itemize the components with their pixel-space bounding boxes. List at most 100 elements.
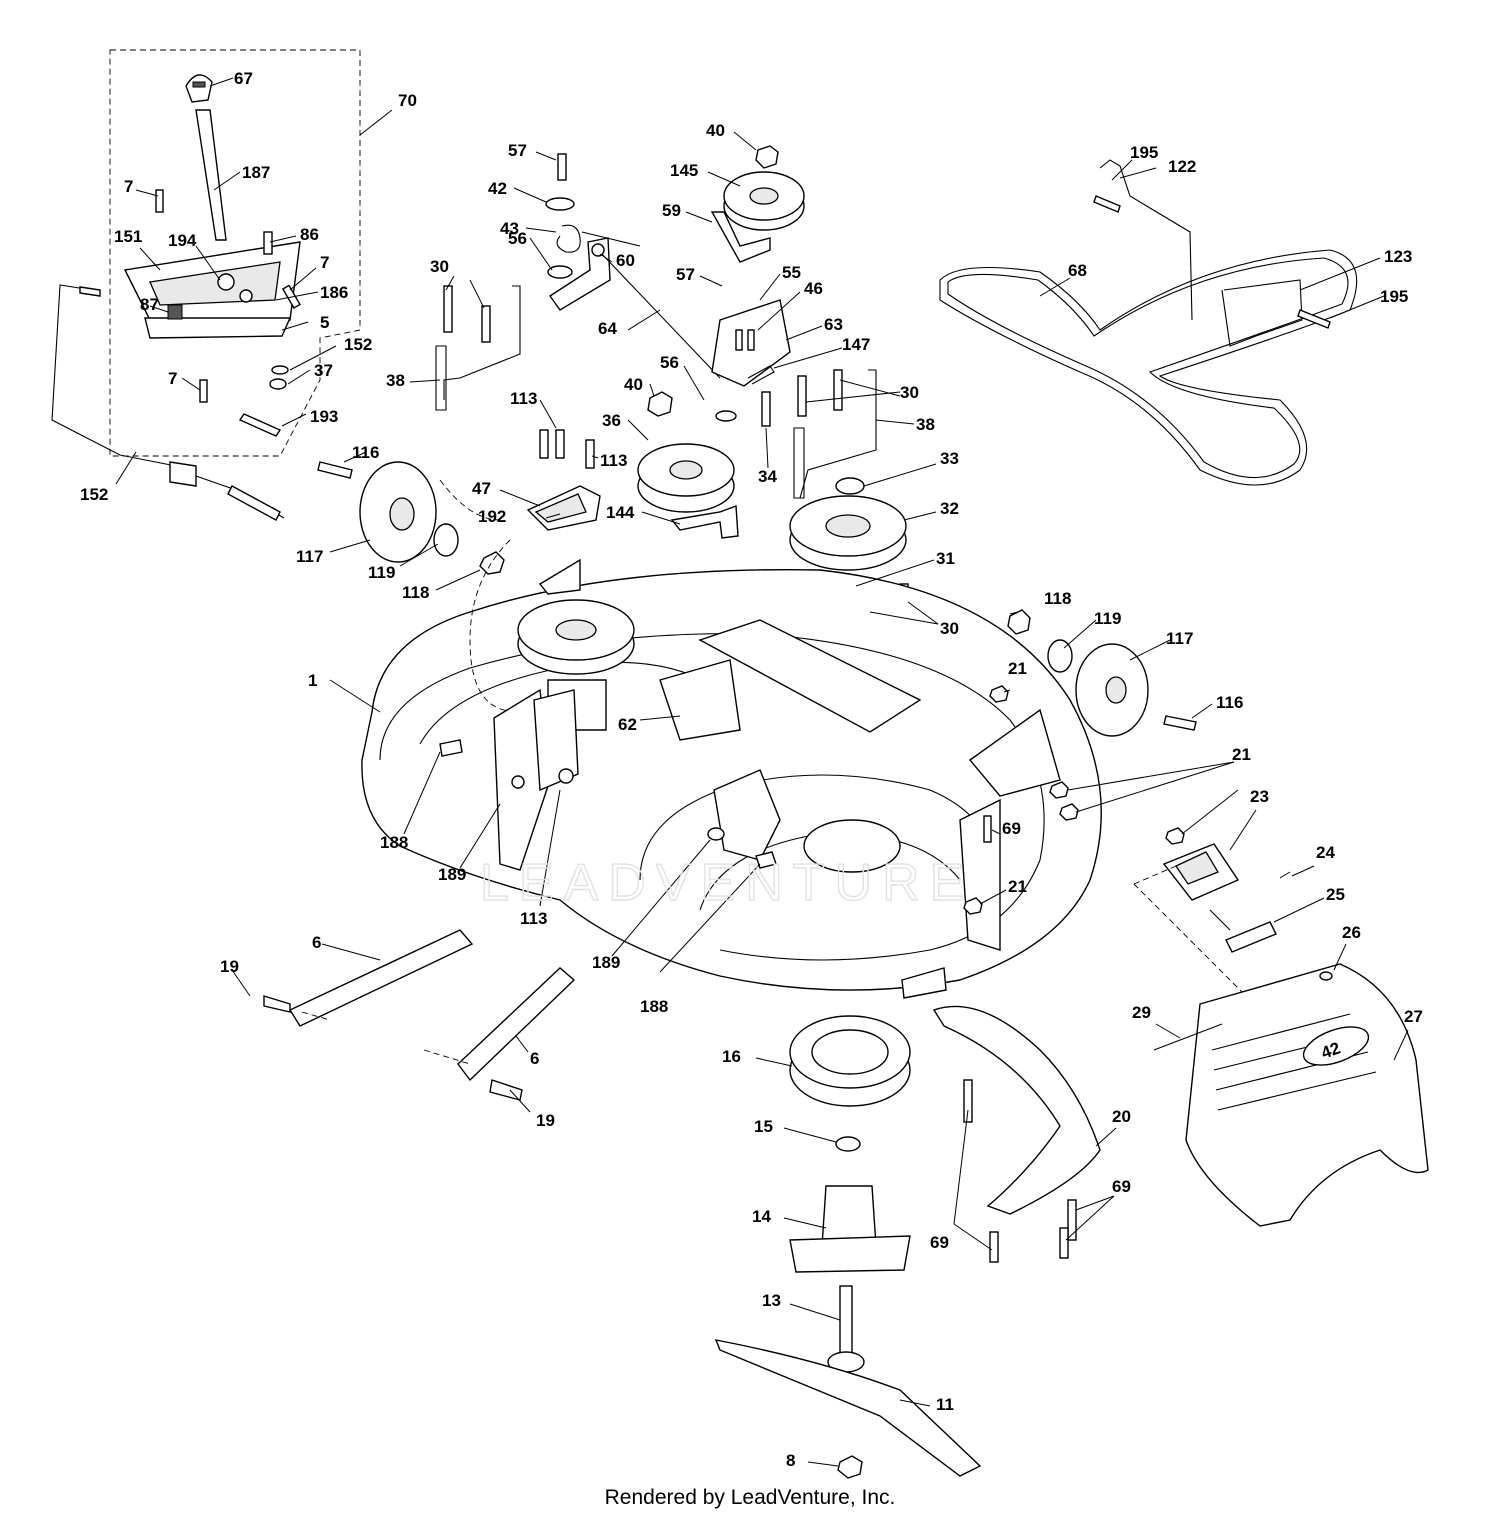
callout-63: 63 <box>824 315 843 334</box>
callout-43: 43 <box>500 219 519 238</box>
spindle-assembly <box>714 1015 982 1479</box>
callout-116-a: 116 <box>352 443 379 462</box>
callout-25: 25 <box>1326 885 1345 904</box>
callout-37: 37 <box>314 361 333 380</box>
callout-8: 8 <box>786 1451 795 1470</box>
callout-152-a: 152 <box>344 335 372 354</box>
callout-147: 147 <box>842 335 870 354</box>
idler-pulley-mid <box>637 443 739 539</box>
deck-hanger-brackets <box>263 929 576 1101</box>
callout-27: 27 <box>1404 1007 1423 1026</box>
callout-62: 62 <box>618 715 637 734</box>
callout-187: 187 <box>242 163 270 182</box>
callout-30-c: 30 <box>940 619 959 638</box>
callout-1: 1 <box>308 671 317 690</box>
callout-33: 33 <box>940 449 959 468</box>
callout-189-a: 189 <box>438 865 466 884</box>
callout-117-a: 117 <box>296 547 323 566</box>
callout-32: 32 <box>940 499 959 518</box>
deck-baffle <box>932 1005 1101 1263</box>
callout-194: 194 <box>168 231 197 250</box>
callout-151: 151 <box>114 227 142 246</box>
callout-13: 13 <box>762 1291 781 1310</box>
idler-pulley-upper <box>647 145 805 422</box>
callout-24: 24 <box>1316 843 1335 862</box>
callout-193: 193 <box>310 407 338 426</box>
callout-30-b: 30 <box>900 383 919 402</box>
callout-30-a: 30 <box>430 257 449 276</box>
callout-192: 192 <box>478 507 506 526</box>
callout-118-a: 118 <box>402 583 429 602</box>
callout-117-b: 117 <box>1166 629 1193 648</box>
callout-38-a: 38 <box>386 371 405 390</box>
callout-186: 186 <box>320 283 348 302</box>
lift-lever <box>185 74 241 241</box>
callout-31: 31 <box>936 549 955 568</box>
callout-14: 14 <box>752 1207 771 1226</box>
callout-57-a: 57 <box>508 141 527 160</box>
callout-113-a: 113 <box>510 389 537 408</box>
callout-21-a: 21 <box>1008 659 1027 678</box>
callout-36: 36 <box>602 411 621 430</box>
callout-118-b: 118 <box>1044 589 1071 608</box>
callout-87: 87 <box>140 295 159 314</box>
callout-113-c: 113 <box>520 909 547 928</box>
callout-86: 86 <box>300 225 319 244</box>
callout-34: 34 <box>758 467 777 486</box>
callout-145: 145 <box>670 161 698 180</box>
callout-119-a: 119 <box>368 563 395 582</box>
discharge-hinge <box>1133 843 1291 1001</box>
callout-57-b: 57 <box>676 265 695 284</box>
callout-195-a: 195 <box>1130 143 1158 162</box>
lift-cable <box>51 284 285 521</box>
callout-26: 26 <box>1342 923 1361 942</box>
callout-40-a: 40 <box>706 121 725 140</box>
idler-arm-upper <box>545 153 721 379</box>
callout-195-b: 195 <box>1380 287 1408 306</box>
leader-lines <box>115 131 1409 1467</box>
right-wheel-assembly <box>1007 609 1197 737</box>
callout-19-a: 19 <box>220 957 239 976</box>
callout-122: 122 <box>1168 157 1196 176</box>
right-rod-assembly <box>761 369 877 499</box>
left-rod-assembly <box>435 285 521 411</box>
callout-21-b: 21 <box>1232 745 1251 764</box>
callout-60: 60 <box>616 251 635 270</box>
callout-40-b: 40 <box>624 375 643 394</box>
callout-15: 15 <box>754 1117 773 1136</box>
callout-16: 16 <box>722 1047 741 1066</box>
callout-69-c: 69 <box>930 1233 949 1252</box>
callout-67: 67 <box>234 69 253 88</box>
callout-19-b: 19 <box>536 1111 555 1130</box>
nuts-bolts-right <box>963 685 1185 915</box>
callout-labels: 67 70 187 7 86 151 194 7 186 87 5 152 37… <box>80 69 1423 1470</box>
callout-69-b: 69 <box>1112 1177 1131 1196</box>
callout-7-c: 7 <box>168 369 177 388</box>
watermark: LEADVENTURE <box>480 854 974 912</box>
callout-119-b: 119 <box>1094 609 1121 628</box>
callout-21-c: 21 <box>1008 877 1027 896</box>
callout-123: 123 <box>1384 247 1412 266</box>
callout-188-b: 188 <box>640 997 668 1016</box>
callout-23: 23 <box>1250 787 1269 806</box>
callout-46: 46 <box>804 279 823 298</box>
callout-64: 64 <box>598 319 617 338</box>
callout-5: 5 <box>320 313 329 332</box>
control-bracket <box>123 189 301 437</box>
drive-belt <box>939 159 1358 486</box>
callout-42: 42 <box>488 179 507 198</box>
callout-69-a: 69 <box>1002 819 1021 838</box>
deck-bracket-left <box>439 688 579 871</box>
callout-7-b: 7 <box>320 253 329 272</box>
callout-47: 47 <box>472 479 491 498</box>
left-wheel-assembly <box>317 461 505 575</box>
callout-56-a: 56 <box>508 229 527 248</box>
callout-144: 144 <box>606 503 635 522</box>
callout-6-b: 6 <box>530 1049 539 1068</box>
callout-55: 55 <box>782 263 801 282</box>
callout-56-b: 56 <box>660 353 679 372</box>
callout-188-a: 188 <box>380 833 408 852</box>
render-credit: Rendered by LeadVenture, Inc. <box>604 1486 896 1509</box>
callout-20: 20 <box>1112 1107 1131 1126</box>
